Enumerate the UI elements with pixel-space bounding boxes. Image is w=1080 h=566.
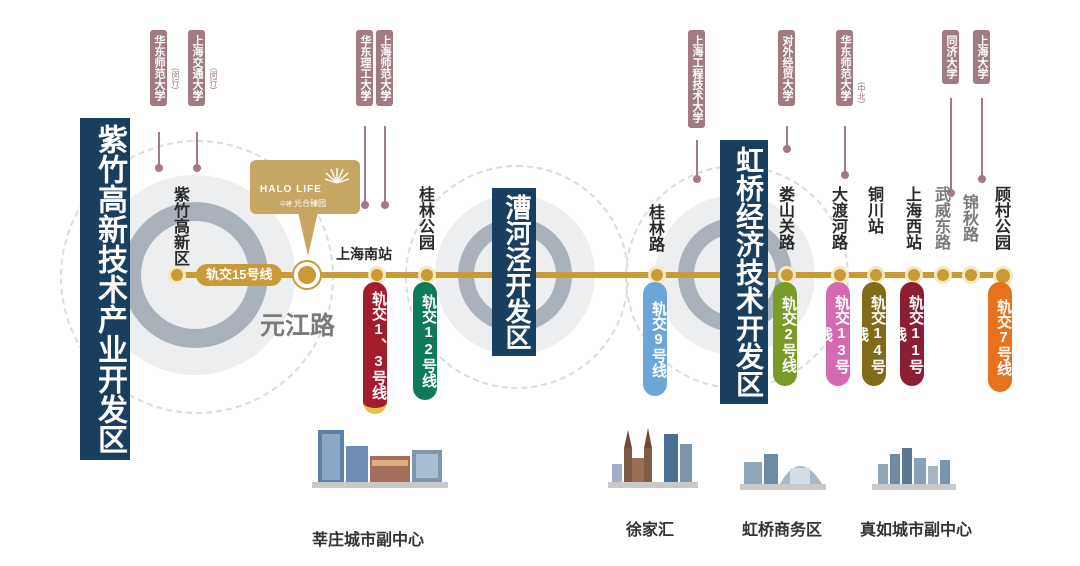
university-sjtu-minhang: 上海交通大学 xyxy=(188,30,205,106)
university-stem-dot xyxy=(947,189,955,197)
university-sues: 上海工程技术大学 xyxy=(688,30,705,128)
caption-zhenru: 真如城市副中心 xyxy=(860,522,973,539)
metro-pill-line11[interactable]: 轨交11号线 xyxy=(890,282,924,386)
university-stem xyxy=(950,98,952,192)
metro-pill-line2[interactable]: 轨交2号线 xyxy=(773,282,797,386)
university-note: (闵行) xyxy=(209,68,218,90)
metro-pill-line1-3[interactable]: 轨交1、3号线 xyxy=(363,282,387,414)
line15-track xyxy=(170,272,1008,278)
project-brand: HALO LIFE xyxy=(260,184,322,195)
sunburst-icon xyxy=(324,168,350,184)
university-stem-dot xyxy=(155,164,163,172)
station-name-guilin-park: 桂林公园 xyxy=(416,186,433,250)
project-badge[interactable]: HALO LIFE 光合臻园 中建 xyxy=(250,160,360,214)
university-tongji: 同济大学 xyxy=(942,30,959,84)
xujiahui-skyline-image xyxy=(608,428,698,488)
station-name-dadu: 大渡河路 xyxy=(829,186,846,250)
station-name-wuwei: 武威东路 xyxy=(932,186,949,250)
station-jinqiu-dot[interactable] xyxy=(962,266,980,284)
university-stem xyxy=(158,132,160,167)
station-zizhu-dot[interactable] xyxy=(168,266,186,284)
metro-pill-line12[interactable]: 轨交12号线 xyxy=(413,282,437,400)
zhenru-skyline-image xyxy=(872,448,956,490)
station-name-zizhu: 紫竹高新区 xyxy=(171,186,188,266)
metro-pill-line7[interactable]: 轨交7号线 xyxy=(988,282,1012,392)
caption-xinzhuang: 莘庄城市副中心 xyxy=(312,532,425,549)
university-stem xyxy=(384,126,386,204)
xinzhuang-skyline-image xyxy=(312,430,448,488)
station-name-jinqiu: 锦秋路 xyxy=(960,194,977,242)
station-yuanjiang-hub[interactable] xyxy=(294,262,320,288)
project-developer: 中建 xyxy=(280,202,293,208)
university-stem-dot xyxy=(783,145,791,153)
project-cn: 光合臻园 xyxy=(294,199,326,208)
station-name-shanghai-west: 上海西站 xyxy=(903,186,920,250)
university-ecnu-zhongbei: 华东师范大学 xyxy=(836,30,853,106)
line15-label: 轨交15号线 xyxy=(196,264,283,286)
station-name-tongchuan: 铜川站 xyxy=(865,186,882,234)
caption-xujiahui: 徐家汇 xyxy=(626,522,675,539)
university-stem xyxy=(981,98,983,178)
university-ecnu-minhang: 华东师范大学 xyxy=(150,30,167,106)
station-name-loushan: 娄山关路 xyxy=(776,186,793,250)
station-name-shanghai-south: 上海南站 xyxy=(336,246,392,262)
hongqiao-business-skyline-image xyxy=(740,454,826,490)
university-note: (中北) xyxy=(857,82,866,104)
metro-pill-line9[interactable]: 轨交9号线 xyxy=(643,282,667,396)
station-wuwei-dot[interactable] xyxy=(934,266,952,284)
university-note: (闵行) xyxy=(171,68,180,90)
metro-pill-line14[interactable]: 轨交14号线 xyxy=(852,282,886,386)
university-stem xyxy=(786,126,788,148)
yuanjiang-label: 元江路 xyxy=(260,312,336,340)
university-stem-dot xyxy=(193,164,201,172)
university-shu: 上海大学 xyxy=(973,30,990,84)
metro-pill-line13[interactable]: 轨交13号线 xyxy=(816,282,850,386)
station-name-gucun: 顾村公园 xyxy=(992,186,1009,250)
district-zizhu: 紫竹高新技术产业开发区 xyxy=(80,118,130,460)
district-hongqiao: 虹桥经济技术开发区 xyxy=(720,140,768,404)
university-stem xyxy=(844,126,846,174)
university-stem xyxy=(196,132,198,167)
caption-hongqiao-biz: 虹桥商务区 xyxy=(742,522,823,539)
university-stem xyxy=(696,140,698,178)
university-shnu: 上海师范大学 xyxy=(376,30,393,106)
university-stem-dot xyxy=(381,201,389,209)
university-suibe: 对外经贸大学 xyxy=(778,30,795,106)
project-badge-pointer xyxy=(298,212,318,256)
university-stem-dot xyxy=(978,175,986,183)
university-stem-dot xyxy=(841,171,849,179)
university-stem xyxy=(364,126,366,204)
university-stem-dot xyxy=(693,175,701,183)
university-stem-dot xyxy=(361,201,369,209)
district-caohejing: 漕河泾开发区 xyxy=(492,188,536,356)
station-name-guilin-road: 桂林路 xyxy=(646,204,663,252)
university-ecust: 华东理工大学 xyxy=(356,30,373,106)
